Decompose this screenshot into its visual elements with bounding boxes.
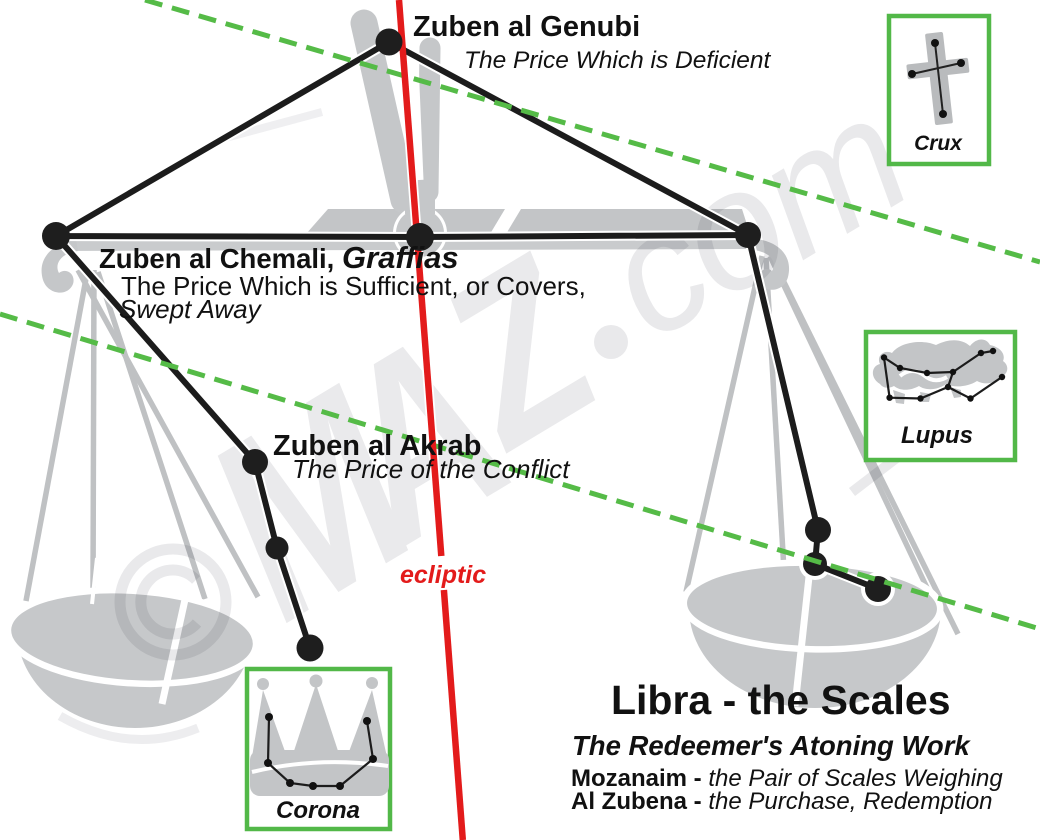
svg-text:Al Zubena - the Purchase, Rede: Al Zubena - the Purchase, Redemption: [571, 788, 993, 815]
svg-text:Libra - the Scales: Libra - the Scales: [611, 677, 951, 723]
svg-text:Zuben al Chemali, Graffias: Zuben al Chemali, Graffias: [99, 240, 459, 275]
svg-text:Zuben al Akrab: Zuben al Akrab: [273, 430, 481, 462]
svg-text:Zuben al Genubi: Zuben al Genubi: [413, 11, 640, 43]
svg-text:Mozanaim - the Pair of Scales: Mozanaim - the Pair of Scales Weighing: [571, 765, 1003, 792]
svg-text:ecliptic: ecliptic: [400, 561, 486, 589]
svg-text:The Price of the Conflict: The Price of the Conflict: [292, 454, 571, 484]
svg-text:Crux: Crux: [914, 132, 963, 155]
svg-text:Corona: Corona: [276, 797, 360, 824]
svg-text:Lupus: Lupus: [901, 422, 973, 449]
svg-text:The Price Which is Sufficient,: The Price Which is Sufficient, or Covers…: [121, 271, 586, 301]
svg-text:The Redeemer's Atoning Work: The Redeemer's Atoning Work: [572, 730, 971, 761]
svg-text:Swept Away: Swept Away: [119, 294, 263, 324]
svg-text:The Price Which is Deficient: The Price Which is Deficient: [464, 47, 772, 74]
